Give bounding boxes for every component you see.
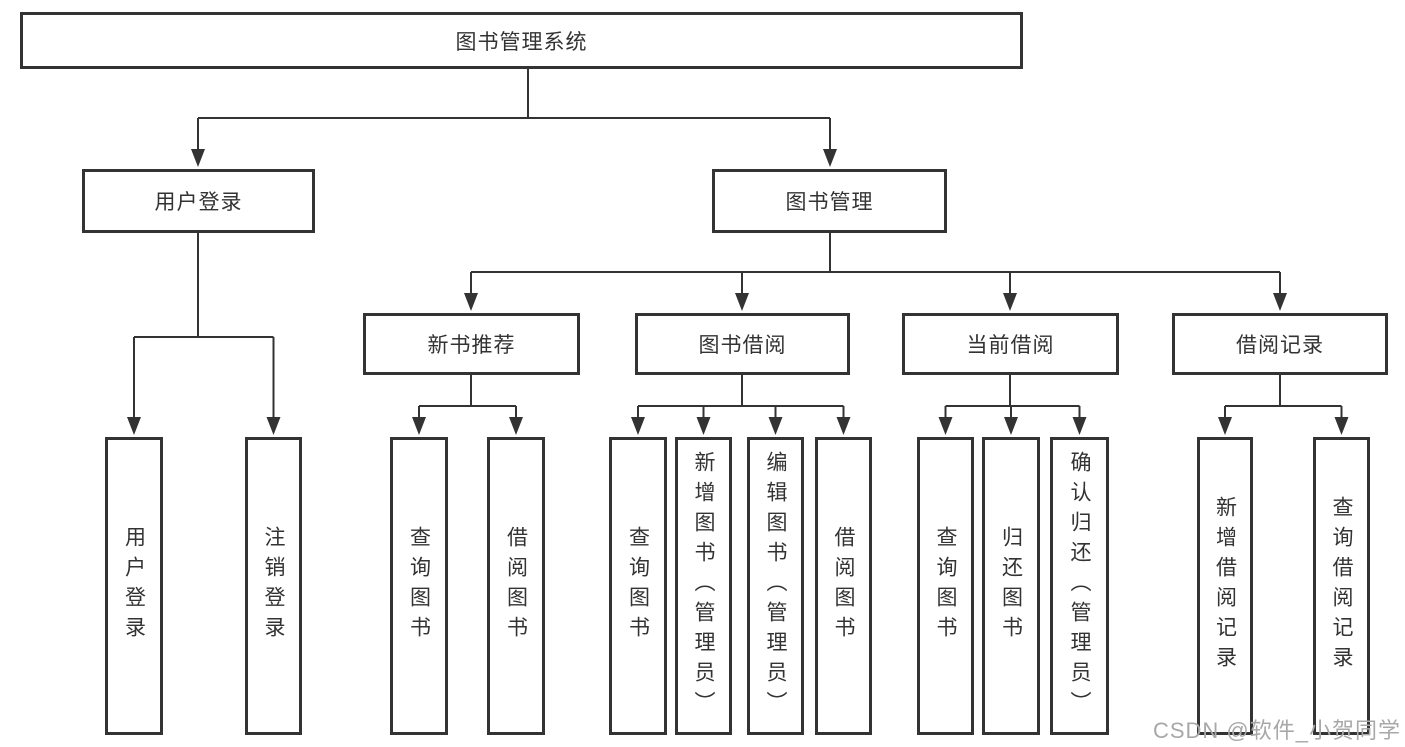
connector-current-borrow-to-leaves <box>938 375 1087 435</box>
leaf-user-login: 用户登录 <box>105 437 163 735</box>
leaf-return-books: 归还图书 <box>982 437 1040 735</box>
node-current-borrowing: 当前借阅 <box>902 313 1119 375</box>
node-new-book-recommend: 新书推荐 <box>363 313 580 375</box>
leaf-query-books-recommend: 查询图书 <box>390 437 448 735</box>
leaf-edit-books-admin: 编辑图书（管理员） <box>747 437 804 735</box>
node-borrowing-records: 借阅记录 <box>1172 313 1388 375</box>
leaf-add-borrow-record: 新增借阅记录 <box>1197 437 1253 735</box>
leaf-add-books-admin: 新增图书（管理员） <box>675 437 732 735</box>
leaf-query-books-current: 查询图书 <box>917 437 974 735</box>
connector-book-mgmt-to-level3 <box>464 233 1287 311</box>
leaf-confirm-return-admin: 确认归还（管理员） <box>1050 437 1109 735</box>
leaf-logout: 注销登录 <box>245 437 302 735</box>
node-book-borrowing: 图书借阅 <box>635 313 850 375</box>
node-library-management-system: 图书管理系统 <box>20 12 1023 69</box>
connector-user-login-to-leaves <box>127 233 281 435</box>
node-book-management: 图书管理 <box>712 169 947 233</box>
connector-new-book-to-leaves <box>412 375 523 435</box>
leaf-borrow-books-borrowing: 借阅图书 <box>815 437 872 735</box>
node-user-login: 用户登录 <box>82 169 315 233</box>
connector-root-to-level2 <box>191 69 837 167</box>
leaf-borrow-books-recommend: 借阅图书 <box>487 437 545 735</box>
leaf-query-books-borrowing: 查询图书 <box>609 437 667 735</box>
connector-book-borrow-to-leaves <box>631 375 851 435</box>
leaf-query-borrow-record: 查询借阅记录 <box>1313 437 1370 735</box>
watermark: CSDN @软件_小贺同学 <box>1152 718 1401 743</box>
connector-borrow-record-to-leaves <box>1218 375 1349 435</box>
